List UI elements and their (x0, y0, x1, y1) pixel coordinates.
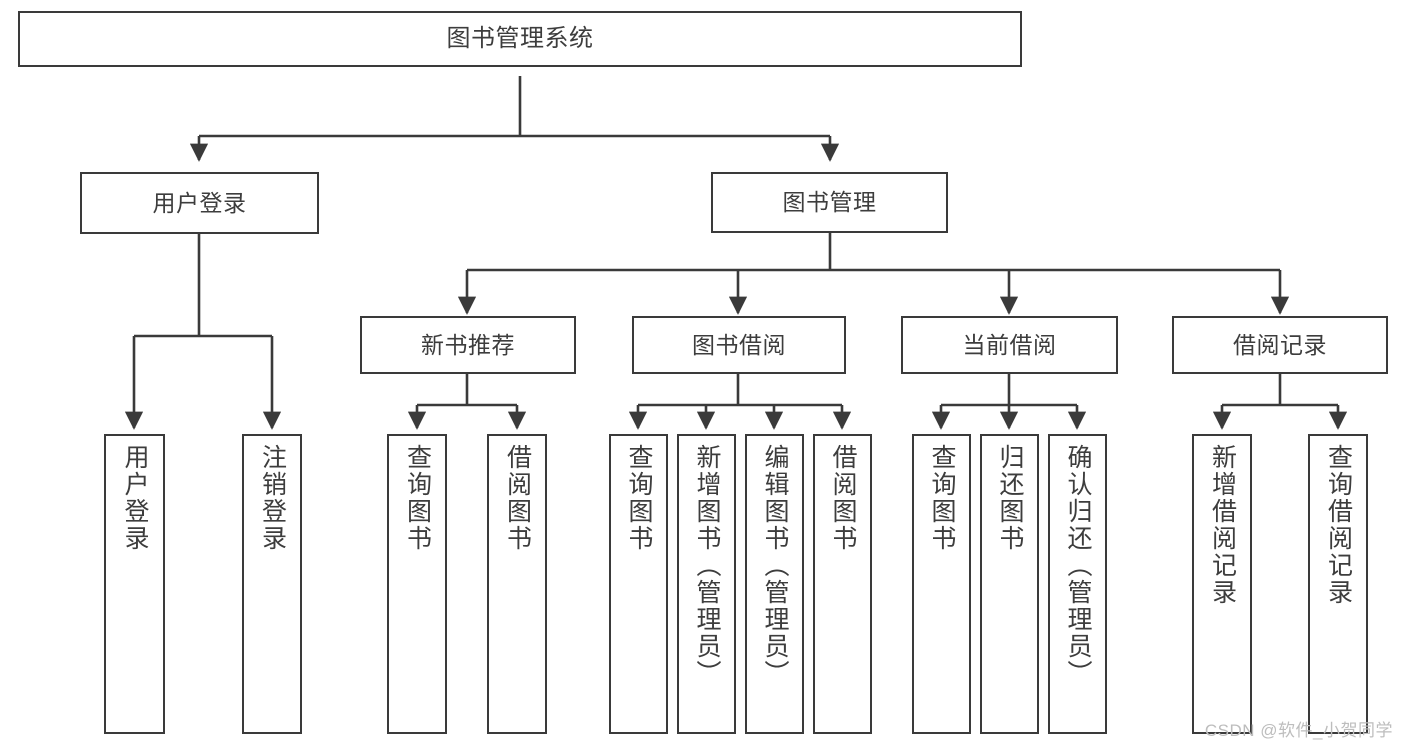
leaf-user-login-signin-label: 用户登录 (121, 444, 149, 552)
leaf-record-add-record[interactable]: 新增借阅记录 (1192, 434, 1252, 734)
leaf-recommend-query-book-label: 查询图书 (403, 444, 432, 552)
leaf-recommend-borrow-book-label: 借阅图书 (503, 444, 532, 552)
node-user-login-label: 用户登录 (152, 189, 247, 216)
leaf-current-return-book[interactable]: 归还图书 (980, 434, 1039, 734)
node-book-management[interactable]: 图书管理 (711, 172, 948, 233)
leaf-borrow-query-book-label: 查询图书 (625, 444, 653, 552)
leaf-user-login-signin[interactable]: 用户登录 (104, 434, 165, 734)
leaf-borrow-query-book[interactable]: 查询图书 (609, 434, 668, 734)
leaf-borrow-add-book[interactable]: 新增图书（管理员） (677, 434, 736, 734)
leaf-current-confirm-return[interactable]: 确认归还（管理员） (1048, 434, 1107, 734)
node-borrow-record[interactable]: 借阅记录 (1172, 316, 1388, 374)
node-current-borrow[interactable]: 当前借阅 (901, 316, 1118, 374)
leaf-borrow-borrow-book-label: 借阅图书 (829, 444, 857, 552)
node-new-book-recommend-label: 新书推荐 (421, 331, 515, 358)
node-book-management-label: 图书管理 (782, 189, 877, 216)
leaf-borrow-edit-book[interactable]: 编辑图书（管理员） (745, 434, 804, 734)
leaf-current-confirm-return-label: 确认归还（管理员） (1064, 444, 1092, 687)
leaf-record-query-record-label: 查询借阅记录 (1324, 444, 1353, 606)
leaf-recommend-query-book[interactable]: 查询图书 (387, 434, 447, 734)
leaf-record-add-record-label: 新增借阅记录 (1208, 444, 1237, 606)
leaf-record-query-record[interactable]: 查询借阅记录 (1308, 434, 1368, 734)
node-root-label: 图书管理系统 (446, 25, 594, 53)
node-book-borrow[interactable]: 图书借阅 (632, 316, 846, 374)
node-borrow-record-label: 借阅记录 (1233, 331, 1327, 358)
node-current-borrow-label: 当前借阅 (962, 331, 1057, 358)
leaf-current-return-book-label: 归还图书 (996, 444, 1024, 552)
csdn-watermark: CSDN @软件_小贺同学 (1204, 721, 1393, 740)
leaf-current-query-book[interactable]: 查询图书 (912, 434, 971, 734)
leaf-current-query-book-label: 查询图书 (928, 444, 956, 552)
node-new-book-recommend[interactable]: 新书推荐 (360, 316, 576, 374)
leaf-user-login-signout[interactable]: 注销登录 (242, 434, 302, 734)
leaf-user-login-signout-label: 注销登录 (258, 444, 287, 552)
leaf-recommend-borrow-book[interactable]: 借阅图书 (487, 434, 547, 734)
node-root[interactable]: 图书管理系统 (18, 11, 1022, 67)
leaf-borrow-borrow-book[interactable]: 借阅图书 (813, 434, 872, 734)
node-user-login[interactable]: 用户登录 (80, 172, 319, 234)
node-book-borrow-label: 图书借阅 (692, 331, 786, 358)
leaf-borrow-edit-book-label: 编辑图书（管理员） (761, 444, 789, 687)
leaf-borrow-add-book-label: 新增图书（管理员） (693, 444, 721, 687)
